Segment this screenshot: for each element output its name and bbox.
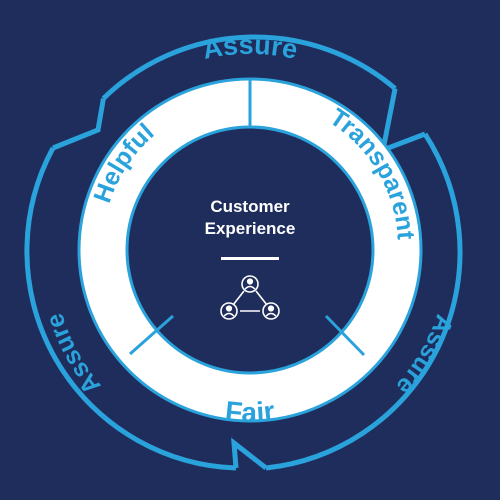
zigzag-arrow-bottom	[231, 437, 268, 470]
people-network-icon	[220, 275, 280, 320]
center-divider	[221, 257, 279, 260]
outer-cycle-ring	[24, 34, 463, 471]
center-title-line2: Experience	[205, 219, 296, 238]
segment-dividers	[129, 79, 366, 357]
segment-label-fair: Fair	[224, 395, 277, 428]
zigzag-arrow-left	[52, 98, 106, 151]
center-title-line1: Customer	[210, 197, 290, 216]
divider-bottom-left	[129, 314, 174, 356]
divider-bottom-right	[324, 314, 366, 357]
outer-ring-arc-top-right	[101, 34, 397, 101]
outer-ring-arc-left	[24, 146, 237, 471]
center-circle	[125, 125, 375, 375]
assure-label-top: Assure	[200, 30, 300, 65]
outer-ring-arc-right-bottom	[265, 132, 463, 471]
